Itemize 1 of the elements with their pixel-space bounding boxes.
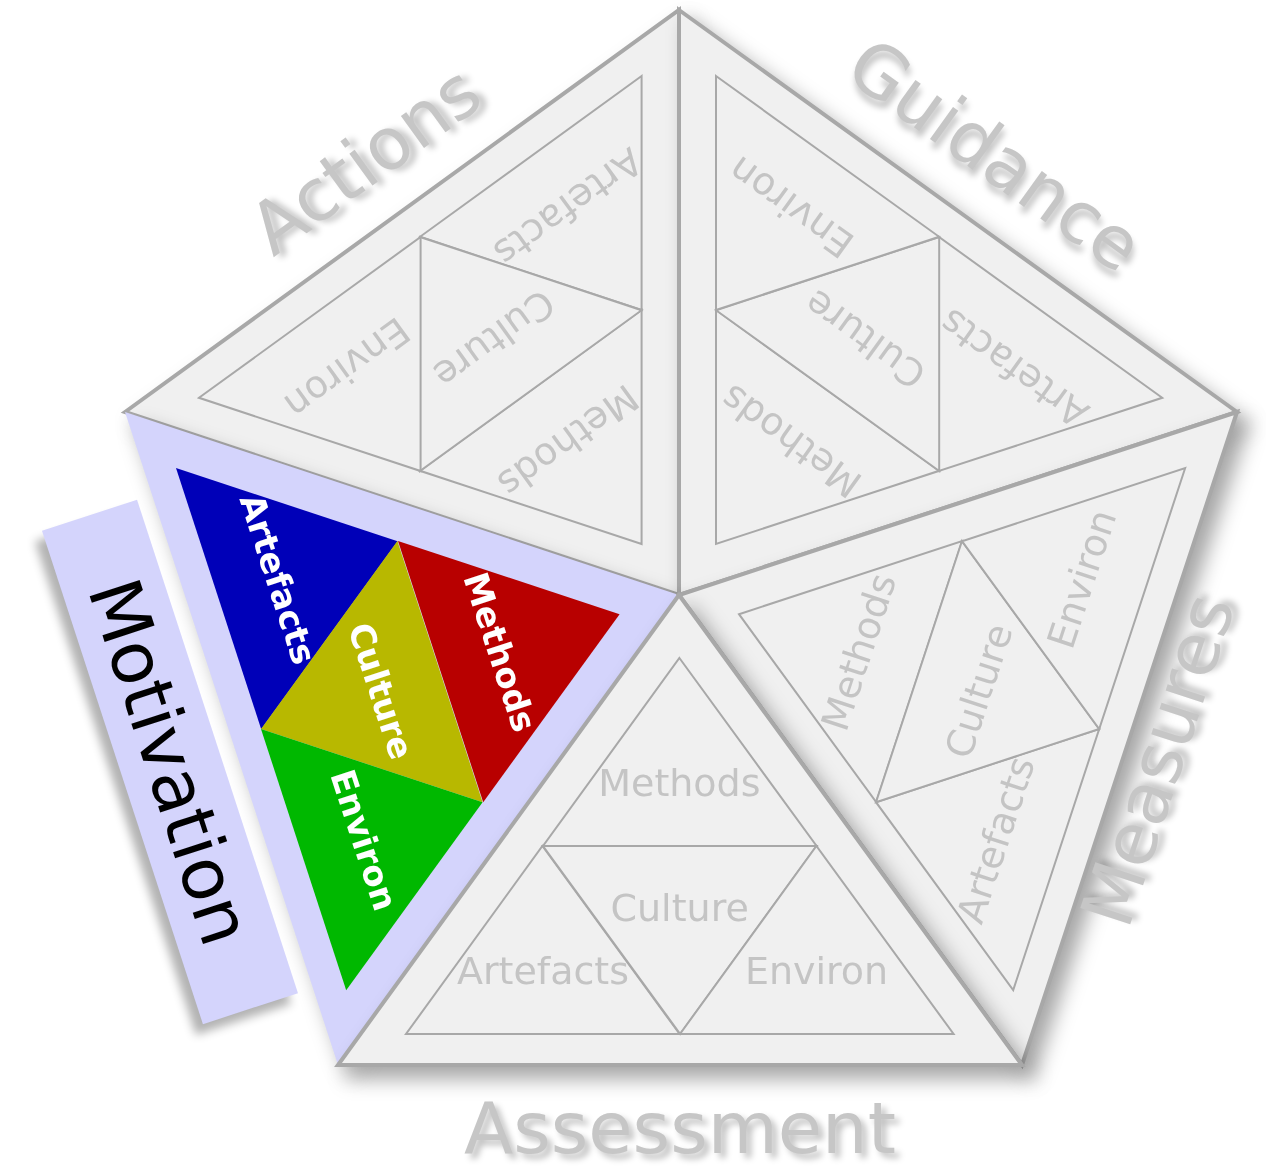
sector-heading: Assessment [464, 1092, 896, 1164]
